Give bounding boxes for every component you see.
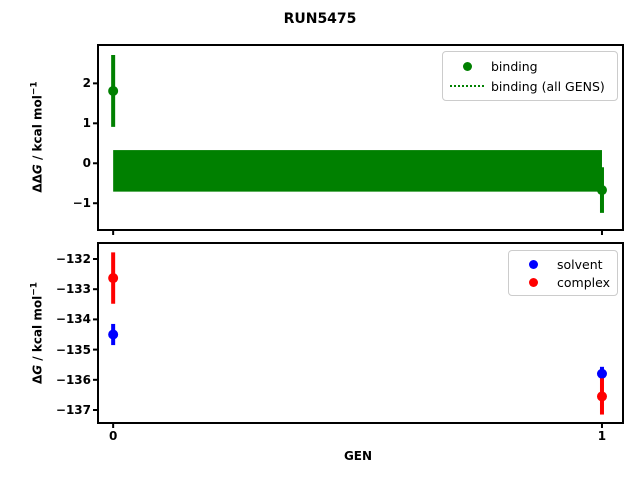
ylabel-bottom-unit: / kcal mol [30,295,45,365]
legend-glyph [449,61,485,71]
legend-label: binding [491,58,538,74]
y-tick-label: −136 [55,372,91,387]
figure-title: RUN5475 [283,11,357,27]
y-tick-label: 2 [82,76,91,91]
y-tick-label: −1 [72,196,91,211]
ylabel-top-variable: G [30,164,45,175]
ylabel-top: ΔΔG / kcal mol−1 [30,81,45,192]
legend-label: binding (all GENS) [491,78,605,94]
legend-item-complex: complex [515,273,610,291]
band-binding-all-gens [113,150,602,192]
x-axis-label: GEN [343,449,373,463]
ylabel-bottom-variable: G [30,364,45,375]
y-tick-label: −132 [55,252,91,266]
y-tick-label: −133 [55,282,91,297]
y-tick-label: −135 [55,342,91,357]
ylabel-top-exponent: −1 [29,81,40,96]
point-complex [596,391,607,402]
legend-item-solvent: solvent [515,255,609,273]
x-tick-label: 0 [108,429,118,443]
point-complex [108,273,119,284]
legend-glyph [449,85,485,87]
ylabel-bottom: ΔG / kcal mol−1 [30,282,45,384]
legend-glyph [515,277,551,287]
ylabel-bottom-exponent: −1 [29,281,40,296]
solvent-marker-icon [528,259,538,269]
point-solvent [108,329,119,340]
axes-frame-bottom [97,242,624,424]
binding-all-gens-dotted-line-icon [450,85,484,87]
point-binding [108,85,119,96]
ylabel-top-prefix: ΔΔ [30,174,45,193]
point-solvent [596,368,607,379]
legend-label: solvent [557,256,603,272]
legend-glyph [515,259,551,269]
legend-label: complex [557,274,610,290]
ylabel-top-unit: / kcal mol [30,95,45,165]
complex-marker-icon [528,277,538,287]
y-tick-label: −134 [55,312,91,327]
x-tick-label: 1 [597,429,607,443]
y-tick-label: 0 [82,156,91,171]
legend-item-binding-all-gens: binding (all GENS) [449,76,609,96]
y-tick-label: 1 [82,116,91,131]
legend-item-binding: binding [449,56,609,76]
point-binding [596,185,607,196]
legend-top: binding binding (all GENS) [442,51,618,101]
ylabel-bottom-prefix: Δ [30,374,45,385]
binding-marker-icon [462,61,472,71]
y-tick-label: −137 [55,403,91,417]
legend-bottom: solvent complex [508,250,618,296]
axes-frame-top [97,44,624,231]
